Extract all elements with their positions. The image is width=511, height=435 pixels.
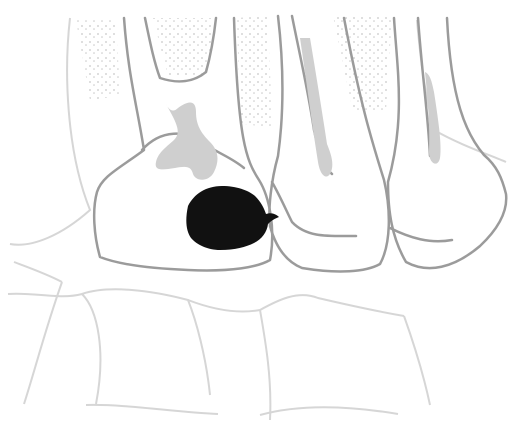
left-stipple-area	[76, 20, 120, 100]
tooth-outlines	[94, 16, 506, 271]
left-faint-lower-outline	[14, 262, 62, 404]
center-stipple-area	[237, 16, 272, 127]
upper-stipple-area	[153, 18, 213, 76]
right-faint-lower-outline	[260, 310, 430, 420]
right-stipple-area	[333, 16, 392, 112]
bottom-faint-outline	[86, 405, 398, 415]
middle-pulp-canal	[300, 38, 332, 177]
left-faint-root-outline	[10, 18, 90, 245]
left-faint-crown-outline	[8, 289, 210, 404]
right-tooth-outline	[388, 18, 506, 268]
right-tooth-inner-lines	[390, 18, 452, 241]
middle-faint-lower-outline	[188, 295, 404, 316]
left-pulp-chamber	[156, 103, 218, 180]
